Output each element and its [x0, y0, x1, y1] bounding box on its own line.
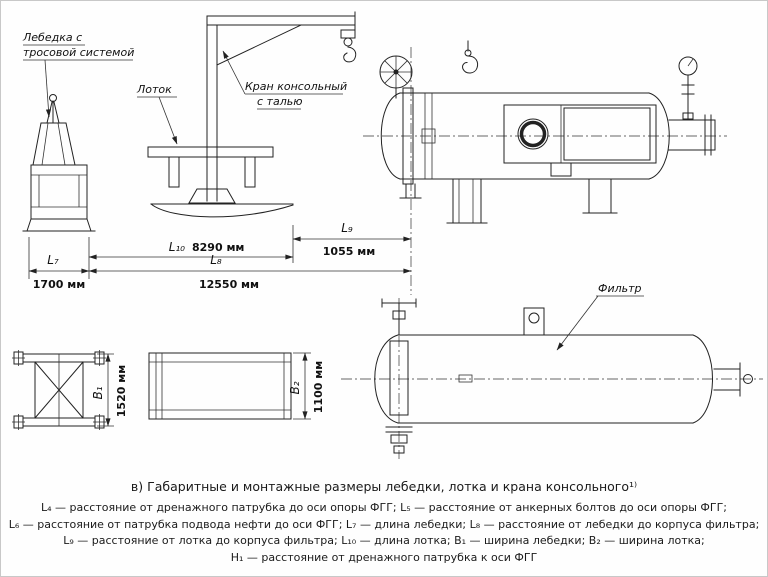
- filter-right-head: [692, 334, 713, 424]
- dim-l10-value: 8290 мм: [192, 241, 244, 254]
- legend-line: L₆ — расстояние от патрубка подвода нефт…: [8, 517, 760, 531]
- manhole: [517, 118, 549, 150]
- dim-b1-value: 1520 мм: [115, 365, 128, 417]
- tray-crane-view: [147, 11, 357, 218]
- dim-b1: В₁ 1520 мм: [91, 353, 128, 427]
- crane-leader-arrow: [222, 50, 246, 95]
- winch-frame: [30, 164, 88, 220]
- filter-leader-arrow: [556, 295, 599, 351]
- lifting-hook-icon: [462, 40, 479, 74]
- legend-line: L₉ — расстояние от лотка до корпуса филь…: [63, 534, 705, 547]
- crane-brace: [216, 24, 302, 66]
- tray-trough: [150, 203, 294, 218]
- handwheel-icon: [379, 55, 413, 99]
- winch-pulley: [49, 94, 57, 102]
- vessel-right-head: [648, 92, 670, 180]
- filter-view: [341, 298, 763, 459]
- crane-pulley: [343, 37, 353, 47]
- winch-leader-arrow: [44, 59, 52, 118]
- legend-line: L₄ — расстояние от дренажного патрубка д…: [40, 501, 727, 514]
- figure-caption: в) Габаритные и монтажные размеры лебедк…: [130, 479, 638, 494]
- filter-label: Фильтр: [598, 282, 642, 295]
- winch-front-view: [22, 94, 96, 232]
- dim-b2: В₂ 1100 мм: [288, 352, 325, 420]
- tray-plan-view: [148, 352, 292, 420]
- tray-funnel: [188, 188, 236, 204]
- dim-l9-label: L₉: [341, 221, 353, 235]
- vessel-supports: [399, 178, 618, 224]
- winch-label-line1: Лебедка с: [22, 31, 82, 44]
- vessel-internals: [503, 104, 657, 164]
- vessel-flange: [402, 87, 414, 185]
- filter-left-head: [374, 334, 399, 424]
- tray-callout: Лоток: [136, 83, 178, 145]
- legend: L₄ — расстояние от дренажного патрубка д…: [1, 500, 767, 566]
- tray-label: Лоток: [136, 83, 172, 96]
- technical-drawing: Лебедка с тросовой системой Лоток Кран к…: [12, 11, 763, 459]
- crane-label-line2: с талью: [257, 95, 302, 108]
- crane-label-line1: Кран консольный: [245, 80, 347, 93]
- winch-label-line2: тросовой системой: [23, 46, 134, 59]
- dim-l9-value: 1055 мм: [323, 245, 375, 258]
- dim-l7-label: L₇: [47, 253, 59, 267]
- dim-b1-label: В₁: [91, 386, 105, 399]
- dim-b2-label: В₂: [288, 381, 302, 394]
- dimension-lines: L₉ 1055 мм L₁₀ 8290 мм L₇ 1700 мм L₈ 125…: [28, 221, 412, 291]
- outlet-nozzle: [668, 114, 716, 156]
- filter-callout: Фильтр: [556, 282, 644, 351]
- fgg-vessel-view: [363, 40, 727, 295]
- tray-leader-arrow: [158, 96, 178, 145]
- crane-callout: Кран консольный с талью: [222, 50, 347, 110]
- filter-end-cap: [743, 374, 753, 384]
- perforated-plate: [563, 107, 651, 161]
- winch-plan-view: [12, 350, 106, 430]
- dim-l7: L₇ 1700 мм: [28, 253, 90, 291]
- winch-drum-housing: [32, 122, 76, 166]
- dim-l7-value: 1700 мм: [33, 278, 85, 291]
- dim-l9: L₉ 1055 мм: [292, 221, 412, 258]
- dim-l8-label: L₈: [210, 253, 222, 267]
- dim-l10-label: L₁₀: [169, 240, 185, 254]
- dim-b2-value: 1100 мм: [312, 361, 325, 413]
- drain-valve-assembly: [381, 298, 417, 454]
- dim-l10: L₁₀ 8290 мм: [88, 240, 294, 260]
- crane-hook-icon: [343, 46, 357, 63]
- legend-line: Н₁ — расстояние от дренажного патрубка к…: [230, 550, 538, 564]
- lifting-lug: [523, 307, 545, 336]
- winch-callout: Лебедка с тросовой системой: [22, 31, 134, 118]
- pressure-gauge-icon: [678, 56, 698, 120]
- vessel-left-head: [380, 92, 401, 180]
- tray-plate: [147, 146, 274, 158]
- dim-l8: L₈ 12550 мм: [88, 253, 412, 291]
- dim-l8-value: 12550 мм: [199, 278, 259, 291]
- crane-trolley: [340, 29, 356, 39]
